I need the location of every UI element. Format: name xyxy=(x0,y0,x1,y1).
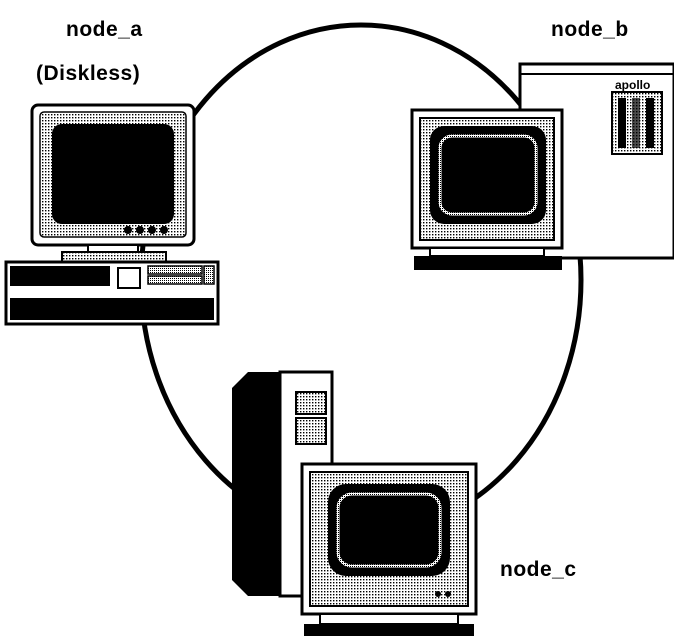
node-b-label: node_b xyxy=(551,18,629,41)
node-c-tower-computer-icon xyxy=(232,370,478,636)
node-a-label: node_a xyxy=(66,18,143,41)
node-b-workstation-icon xyxy=(410,62,674,270)
node-a-computer-icon xyxy=(4,103,220,326)
apollo-brand-label: apollo xyxy=(615,78,651,92)
node-c-label: node_c xyxy=(500,558,577,581)
node-a-diskless-label: (Diskless) xyxy=(36,62,141,85)
